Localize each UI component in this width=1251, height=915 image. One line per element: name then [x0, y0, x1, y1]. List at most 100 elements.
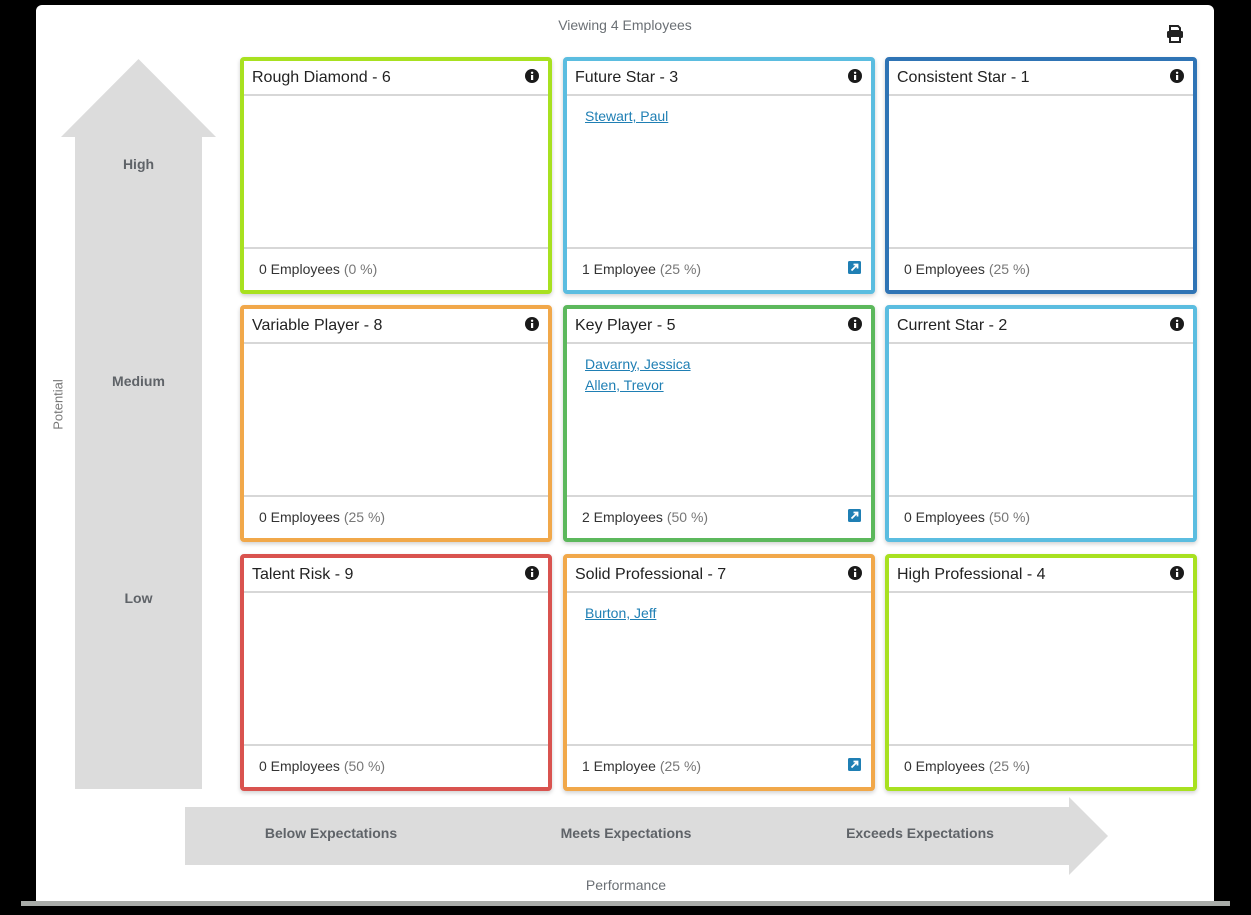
info-icon[interactable] — [525, 317, 539, 331]
performance-level-below: Below Expectations — [264, 825, 398, 841]
box-title: Current Star - 2 — [897, 317, 1008, 334]
box-title: Rough Diamond - 6 — [252, 69, 391, 86]
box-count: 0 Employees (50 %) — [904, 509, 1030, 525]
box-header: Variable Player - 8 — [244, 309, 548, 344]
employee-link[interactable]: Burton, Jeff — [585, 605, 657, 621]
employee-link[interactable]: Davarny, Jessica — [585, 356, 691, 372]
external-link-icon[interactable] — [848, 758, 861, 771]
box-title: Variable Player - 8 — [252, 317, 383, 334]
box-footer: 1 Employee (25 %) — [567, 746, 871, 787]
employee-count: 0 Employees — [904, 758, 985, 774]
box-footer: 0 Employees (0 %) — [244, 249, 548, 290]
box-employee-list: Burton, Jeff — [567, 593, 871, 746]
potential-level-high: High — [122, 156, 155, 172]
info-icon[interactable] — [525, 69, 539, 83]
box-header: Solid Professional - 7 — [567, 558, 871, 593]
box-count: 2 Employees (50 %) — [582, 509, 708, 525]
box-title: Future Star - 3 — [575, 69, 679, 86]
box-card: Current Star - 2 0 Employees (50 %) — [885, 305, 1197, 542]
box-employee-list — [244, 593, 548, 746]
nine-box-panel: Viewing 4 Employees High Medium Low Pote… — [36, 5, 1214, 903]
box-employee-list — [889, 593, 1193, 746]
print-icon[interactable] — [1166, 25, 1184, 43]
box-header: Key Player - 5 — [567, 309, 871, 344]
info-icon[interactable] — [1170, 69, 1184, 83]
employee-link[interactable]: Allen, Trevor — [585, 377, 664, 393]
info-icon[interactable] — [1170, 566, 1184, 580]
employee-link[interactable]: Stewart, Paul — [585, 108, 669, 124]
bottom-edge — [21, 901, 1230, 906]
box-employee-list: Stewart, Paul — [567, 96, 871, 249]
employee-count: 0 Employees — [259, 261, 340, 277]
info-icon[interactable] — [848, 69, 862, 83]
info-icon[interactable] — [1170, 317, 1184, 331]
employee-count: 0 Employees — [259, 509, 340, 525]
box-card: High Professional - 4 0 Employees (25 %) — [885, 554, 1197, 791]
performance-level-exceeds: Exceeds Expectations — [846, 825, 994, 841]
box-count: 0 Employees (25 %) — [904, 758, 1030, 774]
box-count: 0 Employees (25 %) — [904, 261, 1030, 277]
info-icon[interactable] — [848, 566, 862, 580]
box-card: Consistent Star - 1 0 Employees (25 %) — [885, 57, 1197, 294]
box-employee-list — [244, 96, 548, 249]
box-header: Future Star - 3 — [567, 61, 871, 96]
box-title: Talent Risk - 9 — [252, 566, 354, 583]
potential-level-medium: Medium — [112, 373, 165, 389]
box-footer: 0 Employees (25 %) — [889, 249, 1193, 290]
box-footer: 0 Employees (25 %) — [889, 746, 1193, 787]
box-card: Talent Risk - 9 0 Employees (50 %) — [240, 554, 552, 791]
box-footer: 0 Employees (50 %) — [889, 497, 1193, 538]
info-icon[interactable] — [848, 317, 862, 331]
box-employee-list — [889, 344, 1193, 497]
performance-arrow — [185, 797, 1108, 875]
employee-percent: (50 %) — [666, 509, 709, 525]
box-employee-list — [244, 344, 548, 497]
potential-level-low: Low — [124, 590, 153, 606]
box-title: Solid Professional - 7 — [575, 566, 727, 583]
employee-count: 1 Employee — [582, 758, 656, 774]
box-title: Key Player - 5 — [575, 317, 676, 334]
box-count: 0 Employees (0 %) — [259, 261, 377, 277]
box-count: 0 Employees (25 %) — [259, 509, 385, 525]
box-title: Consistent Star - 1 — [897, 69, 1030, 86]
box-footer: 0 Employees (25 %) — [244, 497, 548, 538]
employee-count: 1 Employee — [582, 261, 656, 277]
employee-percent: (25 %) — [988, 758, 1031, 774]
employee-percent: (25 %) — [988, 261, 1031, 277]
box-count: 1 Employee (25 %) — [582, 758, 701, 774]
employee-percent: (50 %) — [988, 509, 1031, 525]
employee-percent: (50 %) — [343, 758, 386, 774]
potential-axis-title: Potential — [50, 379, 66, 430]
external-link-icon[interactable] — [848, 261, 861, 274]
performance-axis-title: Performance — [585, 877, 667, 893]
employee-count: 0 Employees — [904, 509, 985, 525]
box-count: 0 Employees (50 %) — [259, 758, 385, 774]
employee-count: 0 Employees — [259, 758, 340, 774]
box-header: Current Star - 2 — [889, 309, 1193, 344]
employee-count: 0 Employees — [904, 261, 985, 277]
box-header: Rough Diamond - 6 — [244, 61, 548, 96]
box-footer: 2 Employees (50 %) — [567, 497, 871, 538]
box-card: Variable Player - 8 0 Employees (25 %) — [240, 305, 552, 542]
employee-count: 2 Employees — [582, 509, 663, 525]
box-card: Solid Professional - 7 Burton, Jeff 1 Em… — [563, 554, 875, 791]
box-employee-list — [889, 96, 1193, 249]
box-card: Rough Diamond - 6 0 Employees (0 %) — [240, 57, 552, 294]
box-header: Talent Risk - 9 — [244, 558, 548, 593]
box-title: High Professional - 4 — [897, 566, 1046, 583]
employee-percent: (25 %) — [659, 758, 702, 774]
info-icon[interactable] — [525, 566, 539, 580]
box-footer: 0 Employees (50 %) — [244, 746, 548, 787]
box-count: 1 Employee (25 %) — [582, 261, 701, 277]
box-header: Consistent Star - 1 — [889, 61, 1193, 96]
box-header: High Professional - 4 — [889, 558, 1193, 593]
box-card: Future Star - 3 Stewart, Paul 1 Employee… — [563, 57, 875, 294]
employee-percent: (25 %) — [343, 509, 386, 525]
performance-level-meets: Meets Expectations — [560, 825, 692, 841]
external-link-icon[interactable] — [848, 509, 861, 522]
viewing-count: Viewing 4 Employees — [558, 17, 692, 33]
box-footer: 1 Employee (25 %) — [567, 249, 871, 290]
employee-percent: (25 %) — [659, 261, 702, 277]
